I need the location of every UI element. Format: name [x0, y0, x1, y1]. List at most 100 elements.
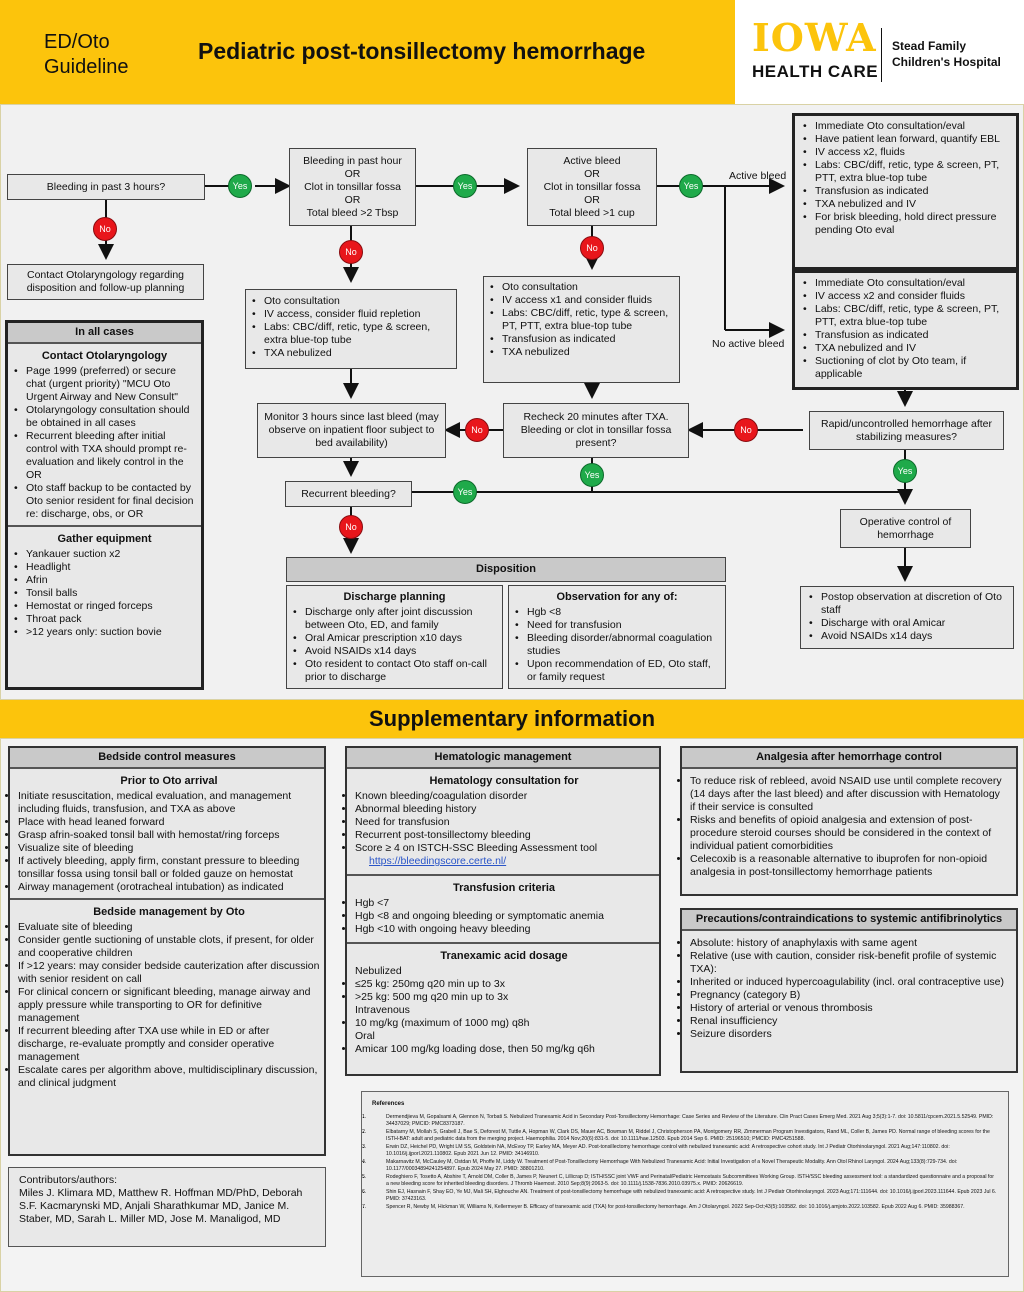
list-item: IV access, consider fluid repletion: [250, 308, 452, 321]
list-item: Discharge with oral Amicar: [807, 617, 1007, 630]
hematologic-panel: Hematologic management Hematology consul…: [345, 746, 661, 1076]
list-item: Need for transfusion: [513, 619, 721, 632]
list-item: Hgb <8 and ongoing bleeding or symptomat…: [355, 910, 653, 923]
contact-oto-text: Contact Otolaryngology regarding disposi…: [26, 269, 185, 294]
list-item: Suctioning of clot by Oto team, if appli…: [801, 355, 1010, 381]
contributors-list: Miles J. Klimara MD, Matthew R. Hoffman …: [19, 1187, 303, 1225]
txa-oral-label: Oral: [355, 1030, 375, 1042]
references-title: References: [372, 1101, 405, 1107]
list-item: If actively bleeding, apply firm, consta…: [18, 855, 320, 881]
list-item: Consider gentle suctioning of unstable c…: [18, 934, 320, 960]
list-item: Place with head leaned forward: [18, 816, 320, 829]
q3-line: Active bleed: [563, 154, 621, 167]
oto-bedside-title: Bedside management by Oto: [93, 906, 245, 918]
reference-text: Dermendjieva M, Gopalsami A, Glennon N, …: [386, 1114, 994, 1127]
list-item: Relative (use with caution, consider ris…: [690, 950, 1008, 976]
oto-consult-box-b: Oto consultation IV access x1 and consid…: [483, 276, 680, 383]
reference-item: 6.Shin EJ, Hasnain F, Shay EO, Ye MJ, Ma…: [362, 1189, 998, 1203]
active-bleed-label: Active bleed: [729, 170, 787, 182]
list-item: TXA nebulized: [250, 347, 452, 360]
list-item: Labs: CBC/diff, retic, type & screen, PT…: [801, 303, 1010, 329]
references-box: References 1.Dermendjieva M, Gopalsami A…: [361, 1091, 1009, 1277]
contact-oto-title: Contact Otolaryngology: [41, 350, 168, 362]
reference-text: Shin EJ, Hasnain F, Shay EO, Ye MJ, Mali…: [386, 1189, 997, 1202]
list-item: Immediate Oto consultation/eval: [801, 277, 1010, 290]
in-all-cases-panel: In all cases Contact Otolaryngology Page…: [5, 320, 204, 690]
observation-box: Observation for any of: Hgb <8 Need for …: [508, 585, 726, 689]
list-item: Grasp afrin-soaked tonsil ball with hemo…: [18, 829, 320, 842]
list-item: IV access x1 and consider fluids: [488, 294, 675, 307]
list-item: Avoid NSAIDs x14 days: [807, 630, 1007, 643]
reference-text: Erwin DZ, Heichel PD, Wright LM SS, Gold…: [386, 1144, 950, 1157]
discharge-planning-box: Discharge planning Discharge only after …: [286, 585, 503, 689]
guideline-label-line1: ED/Oto: [44, 31, 110, 53]
list-item: Transfusion as indicated: [801, 185, 1010, 198]
recurrent-bleeding-text: Recurrent bleeding?: [301, 487, 396, 500]
list-item: Hgb <7: [355, 897, 653, 910]
bedside-control-panel: Bedside control measures Prior to Oto ar…: [8, 746, 326, 1156]
list-item: Hgb <10 with ongoing heavy bleeding: [355, 923, 653, 936]
heme-consult-title: Hematology consultation for: [429, 775, 579, 787]
yes-badge: Yes: [453, 174, 477, 198]
list-item: Abnormal bleeding history: [355, 803, 653, 816]
logo-divider: [881, 28, 882, 82]
txa-title: Tranexamic acid dosage: [440, 950, 568, 962]
list-item: Renal insufficiency: [690, 1015, 1008, 1028]
q2-line: OR: [344, 167, 361, 180]
list-item: If >12 years: may consider bedside caute…: [18, 960, 320, 986]
logo-word: IOWA: [752, 15, 877, 60]
analgesia-panel: Analgesia after hemorrhage control To re…: [680, 746, 1018, 896]
list-item: Pregnancy (category B): [690, 989, 1008, 1002]
operative-control-box: Operative control of hemorrhage: [840, 509, 971, 548]
transfusion-title: Transfusion criteria: [452, 882, 556, 894]
list-item: Oto consultation: [488, 281, 675, 294]
question-bleeding-3h: Bleeding in past 3 hours?: [7, 174, 205, 200]
list-item: Seizure disorders: [690, 1028, 1008, 1041]
supplementary-title: Supplementary information: [368, 706, 656, 731]
list-item: IV access x2, fluids: [801, 146, 1010, 159]
list-item: If recurrent bleeding after TXA use whil…: [18, 1025, 320, 1064]
list-item: To reduce risk of rebleed, avoid NSAID u…: [690, 775, 1008, 814]
no-badge: No: [339, 515, 363, 539]
list-item: History of arterial or venous thrombosis: [690, 1002, 1008, 1015]
list-item: Airway management (orotracheal intubatio…: [18, 881, 320, 894]
reference-text: Rodeghiero F, Tosetto A, Abshire T, Arno…: [386, 1174, 994, 1187]
reference-item: 3.Erwin DZ, Heichel PD, Wright LM SS, Go…: [362, 1144, 998, 1158]
no-badge: No: [339, 240, 363, 264]
reference-item: 5.Rodeghiero F, Tosetto A, Abshire T, Ar…: [362, 1174, 998, 1188]
question-bleeding-past-hour: Bleeding in past hour OR Clot in tonsill…: [289, 148, 416, 226]
txa-nebulized-label: Nebulized: [355, 965, 402, 977]
guideline-label-line2: Guideline: [44, 56, 129, 78]
list-item: Postop observation at discretion of Oto …: [807, 591, 1007, 617]
list-item: Recurrent bleeding after initial control…: [12, 430, 197, 482]
yes-badge: Yes: [679, 174, 703, 198]
q2-line: Bleeding in past hour: [303, 154, 402, 167]
rapid-hemorrhage-text: Rapid/uncontrolled hemorrhage after stab…: [820, 417, 993, 443]
list-item: For brisk bleeding, hold direct pressure…: [801, 211, 1010, 237]
list-item: TXA nebulized and IV: [801, 342, 1010, 355]
active-bleed-box: Immediate Oto consultation/eval Have pat…: [792, 113, 1019, 270]
no-badge: No: [93, 217, 117, 241]
q3-line: Total bleed >1 cup: [549, 206, 635, 219]
contributors-box: Contributors/authors: Miles J. Klimara M…: [8, 1167, 326, 1247]
list-item: Tonsil balls: [12, 587, 197, 600]
precautions-title: Precautions/contraindications to systemi…: [682, 910, 1016, 931]
list-item: For clinical concern or significant blee…: [18, 986, 320, 1025]
oto-bedside-section: Bedside management by Oto Evaluate site …: [10, 900, 324, 1094]
list-item: Labs: CBC/diff, retic, type & screen, ex…: [250, 321, 452, 347]
no-badge: No: [580, 236, 604, 260]
contact-oto-box: Contact Otolaryngology regarding disposi…: [7, 264, 204, 300]
list-item: Need for transfusion: [355, 816, 653, 829]
postop-box: Postop observation at discretion of Oto …: [800, 586, 1014, 649]
no-active-bleed-label: No active bleed: [712, 338, 785, 350]
list-item: Labs: CBC/diff, retic, type & screen, PT…: [488, 307, 675, 333]
references-list: 1.Dermendjieva M, Gopalsami A, Glennon N…: [362, 1114, 998, 1211]
bleeding-score-link[interactable]: https://bleedingscore.certe.nl/: [369, 855, 507, 867]
monitor-text: Monitor 3 hours since last bleed (may ob…: [264, 411, 439, 449]
monitor-box: Monitor 3 hours since last bleed (may ob…: [257, 403, 446, 458]
list-item: Oral Amicar prescription x10 days: [291, 632, 498, 645]
list-item: Absolute: history of anaphylaxis with sa…: [690, 937, 1008, 950]
q2-line: Total bleed >2 Tbsp: [306, 206, 399, 219]
list-item: Inherited or induced hypercoagulability …: [690, 976, 1008, 989]
no-badge: No: [465, 418, 489, 442]
